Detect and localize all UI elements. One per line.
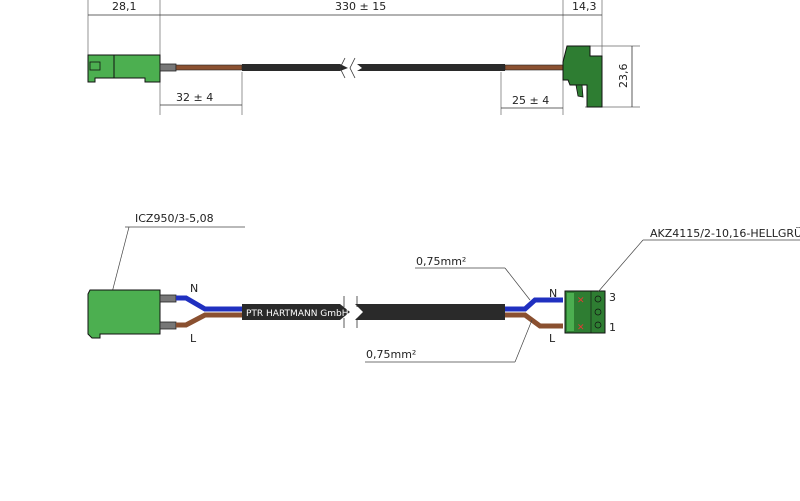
dim-right-connector: 14,3 <box>572 0 597 13</box>
pin-3-label: 3 <box>609 291 616 304</box>
right-connector-top: ✕ ✕ <box>564 290 606 334</box>
wire-l-left <box>176 312 242 328</box>
bottom-view: ICZ950/3-5,08 N L PTR HARTMANN GmbH N L … <box>87 212 800 363</box>
cable-jacket-right <box>355 304 505 320</box>
cable-print: PTR HARTMANN GmbH <box>246 309 349 319</box>
left-connector-side <box>87 54 161 83</box>
wire-l-left-label: L <box>190 332 197 345</box>
wire-n-left <box>176 295 242 312</box>
left-connector-label: ICZ950/3-5,08 <box>135 212 214 225</box>
svg-text:✕: ✕ <box>577 323 585 333</box>
cable-jacket-left <box>242 304 350 320</box>
wire-l-right <box>505 312 563 329</box>
wire-n-right-label: N <box>549 287 557 300</box>
wire-n-right <box>505 297 563 312</box>
left-connector-top <box>87 289 161 339</box>
wire-n-left-label: N <box>190 282 198 295</box>
right-connector-side <box>562 45 603 108</box>
wire-cross-section-bottom: 0,75mm² <box>366 348 416 361</box>
svg-text:✕: ✕ <box>577 296 585 306</box>
dim-left-connector: 28,1 <box>112 0 137 13</box>
dim-right-height: 23,6 <box>617 64 630 89</box>
right-connector-label: AKZ4115/2-10,16-HELLGRÜN <box>650 227 800 240</box>
pin-1-label: 1 <box>609 321 616 334</box>
dim-cable-length: 330 ± 15 <box>335 0 386 13</box>
dim-left-strip: 32 ± 4 <box>176 91 213 104</box>
top-view: 28,1 330 ± 15 14,3 32 ± 4 25 ± 4 23,6 <box>87 0 640 115</box>
wire-l-right-label: L <box>549 332 556 345</box>
wire-cross-section-top: 0,75mm² <box>416 255 466 268</box>
dim-right-strip: 25 ± 4 <box>512 94 549 107</box>
